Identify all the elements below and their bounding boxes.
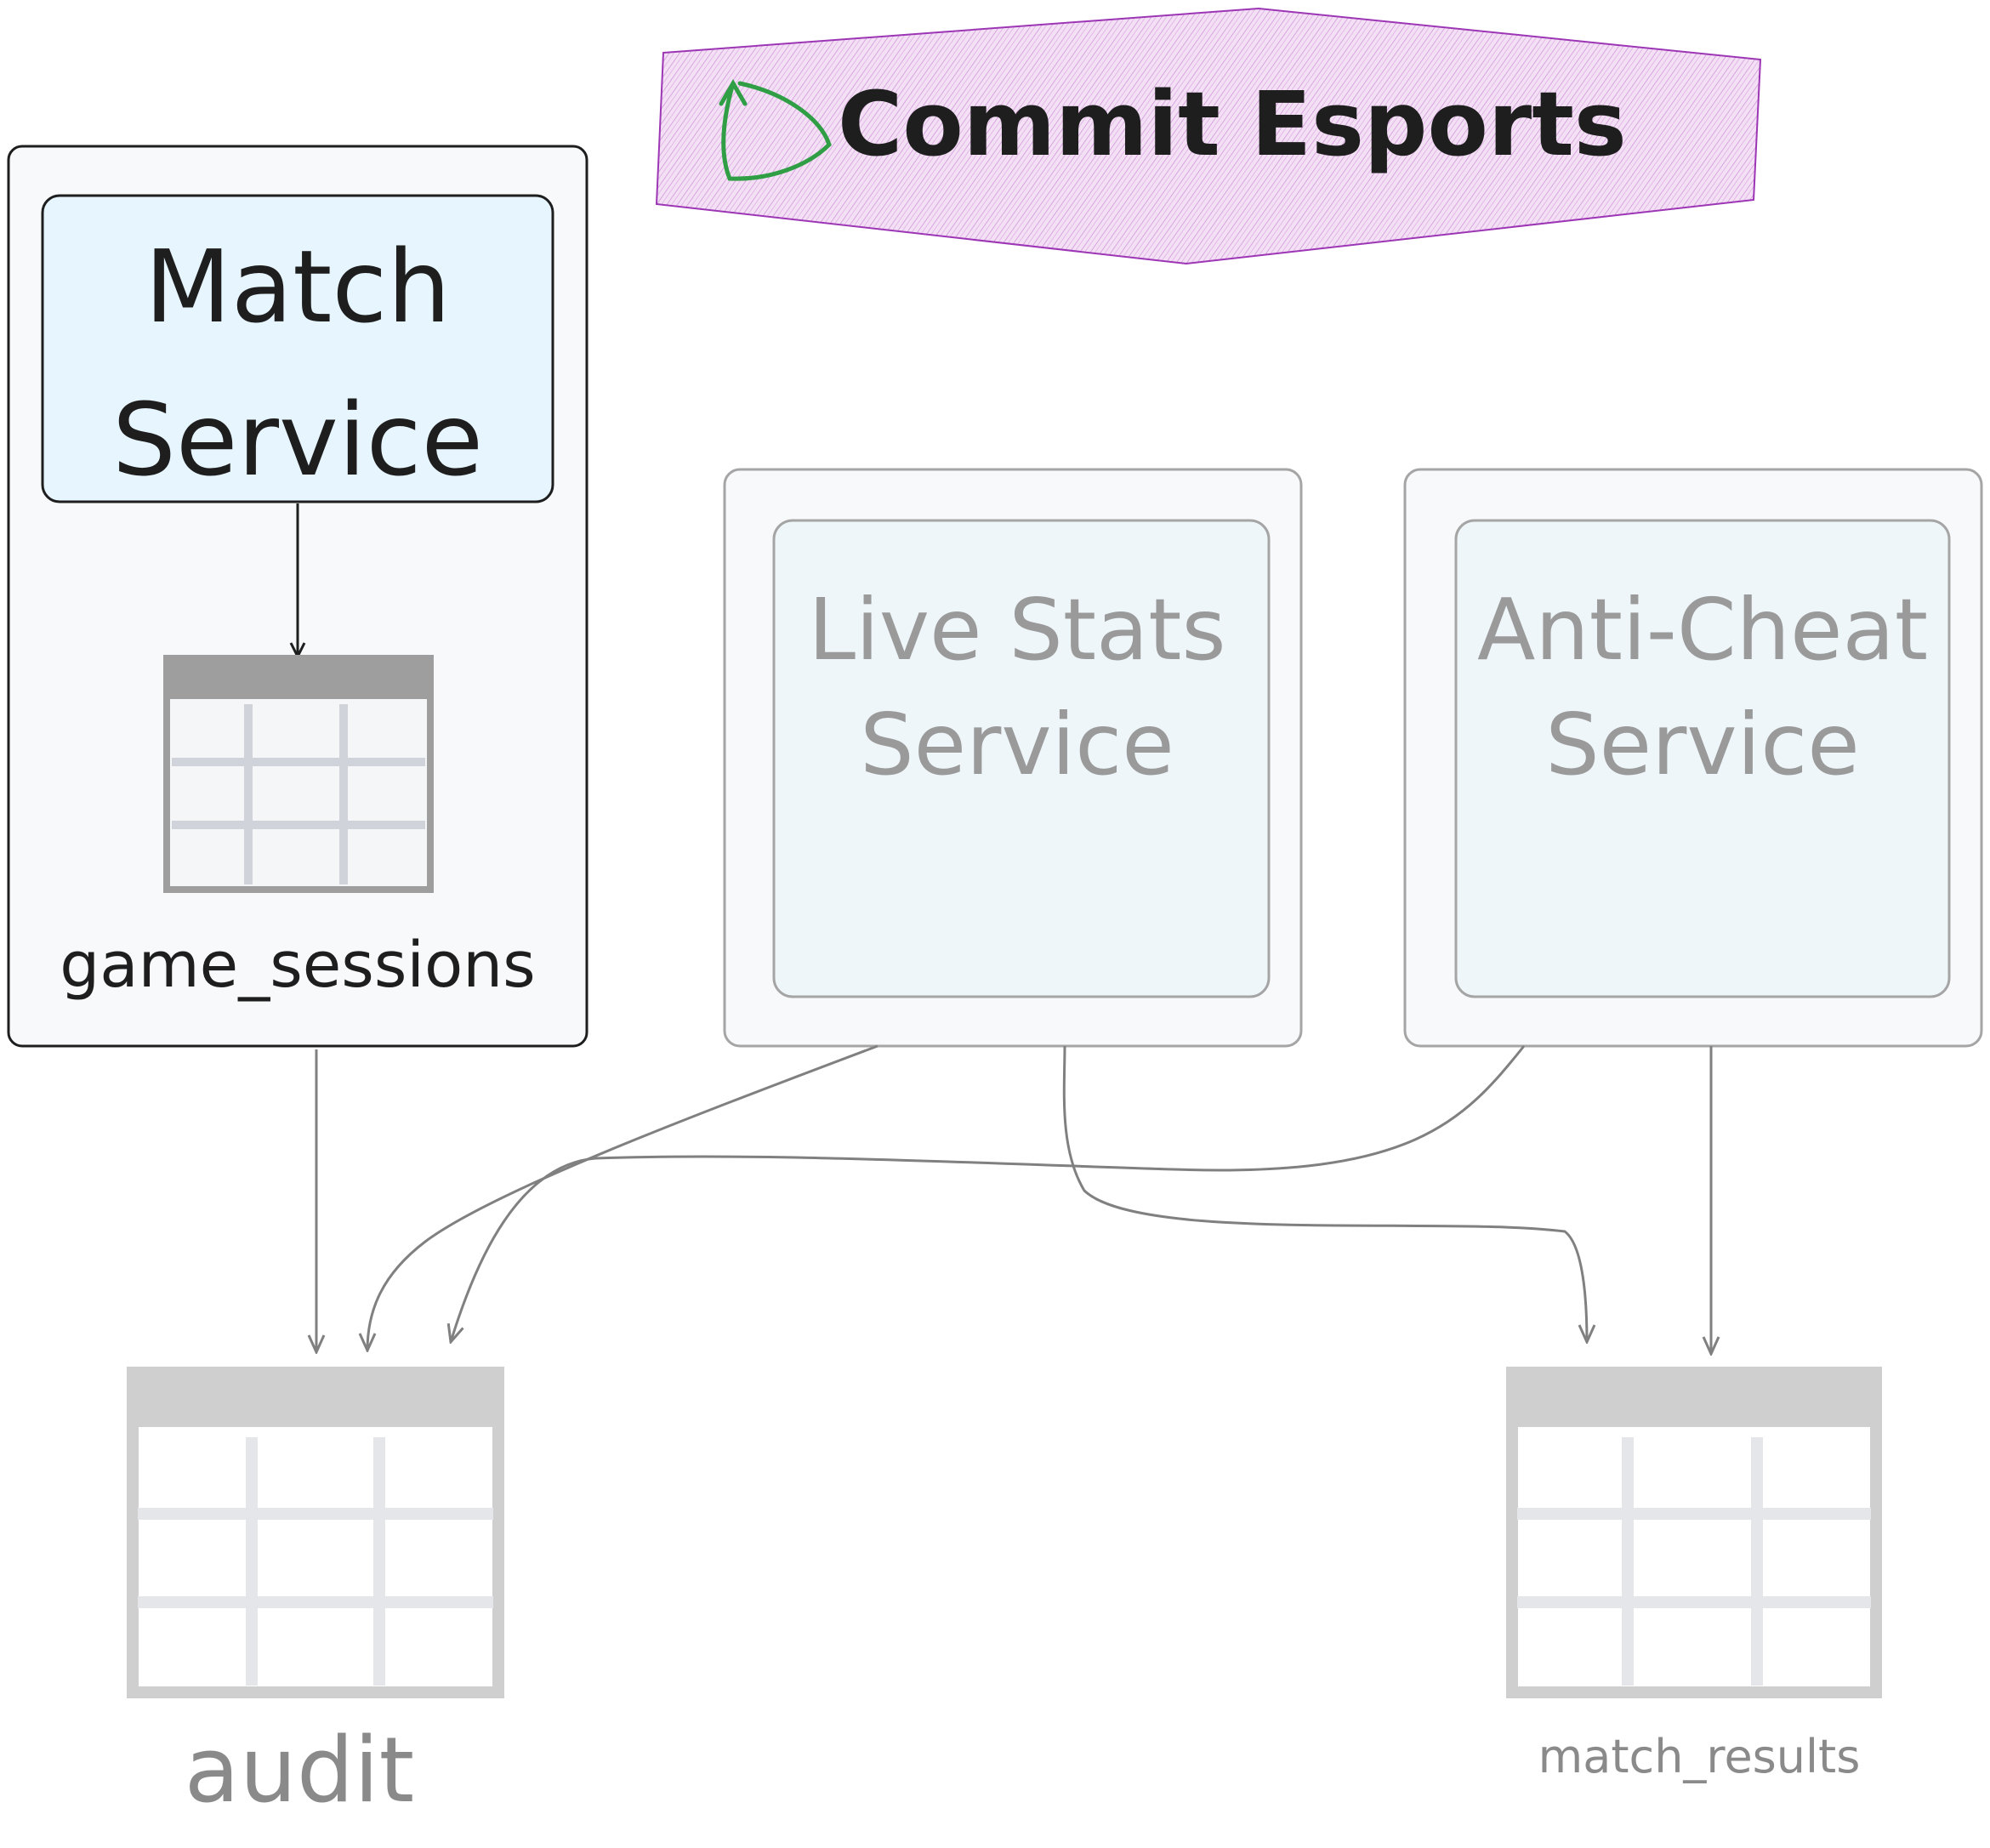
match-results-table[interactable]: match_results	[1506, 1367, 1882, 1783]
commit-arrow-icon	[719, 79, 832, 181]
match-service-group: Match Service game_sessions	[7, 145, 588, 1048]
arrow-anti-cheat-to-audit	[451, 1045, 1526, 1342]
game-sessions-table[interactable]: game_sessions	[60, 655, 536, 1002]
match-service-box[interactable]	[41, 194, 554, 503]
anti-cheat-label-line2: Service	[1545, 695, 1860, 794]
game-sessions-label: game_sessions	[60, 929, 535, 1002]
anti-cheat-label-line1: Anti-Cheat	[1477, 580, 1928, 679]
match-results-label: match_results	[1538, 1730, 1861, 1783]
match-service-label-line2: Service	[112, 381, 483, 498]
anti-cheat-service-box[interactable]	[1454, 519, 1951, 998]
connector-arrows	[316, 1044, 1711, 1354]
diagram-title: Commit Esports	[838, 72, 1627, 176]
table-icon	[1506, 1367, 1882, 1698]
live-stats-label-line2: Service	[860, 695, 1174, 794]
audit-label: audit	[185, 1718, 414, 1822]
title-banner: Commit Esports	[655, 7, 1762, 265]
arrow-live-stats-to-match-results	[1062, 1045, 1587, 1342]
live-stats-service-box[interactable]	[772, 519, 1271, 998]
match-service-label-line1: Match	[145, 228, 451, 345]
arrow-live-stats-to-audit	[367, 1044, 878, 1350]
anti-cheat-service-group: Anti-Cheat Service	[1403, 468, 1983, 1048]
live-stats-service-group: Live Stats Service	[723, 468, 1303, 1048]
table-icon	[163, 655, 434, 893]
table-icon	[127, 1367, 504, 1698]
audit-table[interactable]: audit	[127, 1367, 504, 1822]
title-banner-shape	[655, 7, 1762, 265]
live-stats-label-line1: Live Stats	[808, 580, 1225, 679]
